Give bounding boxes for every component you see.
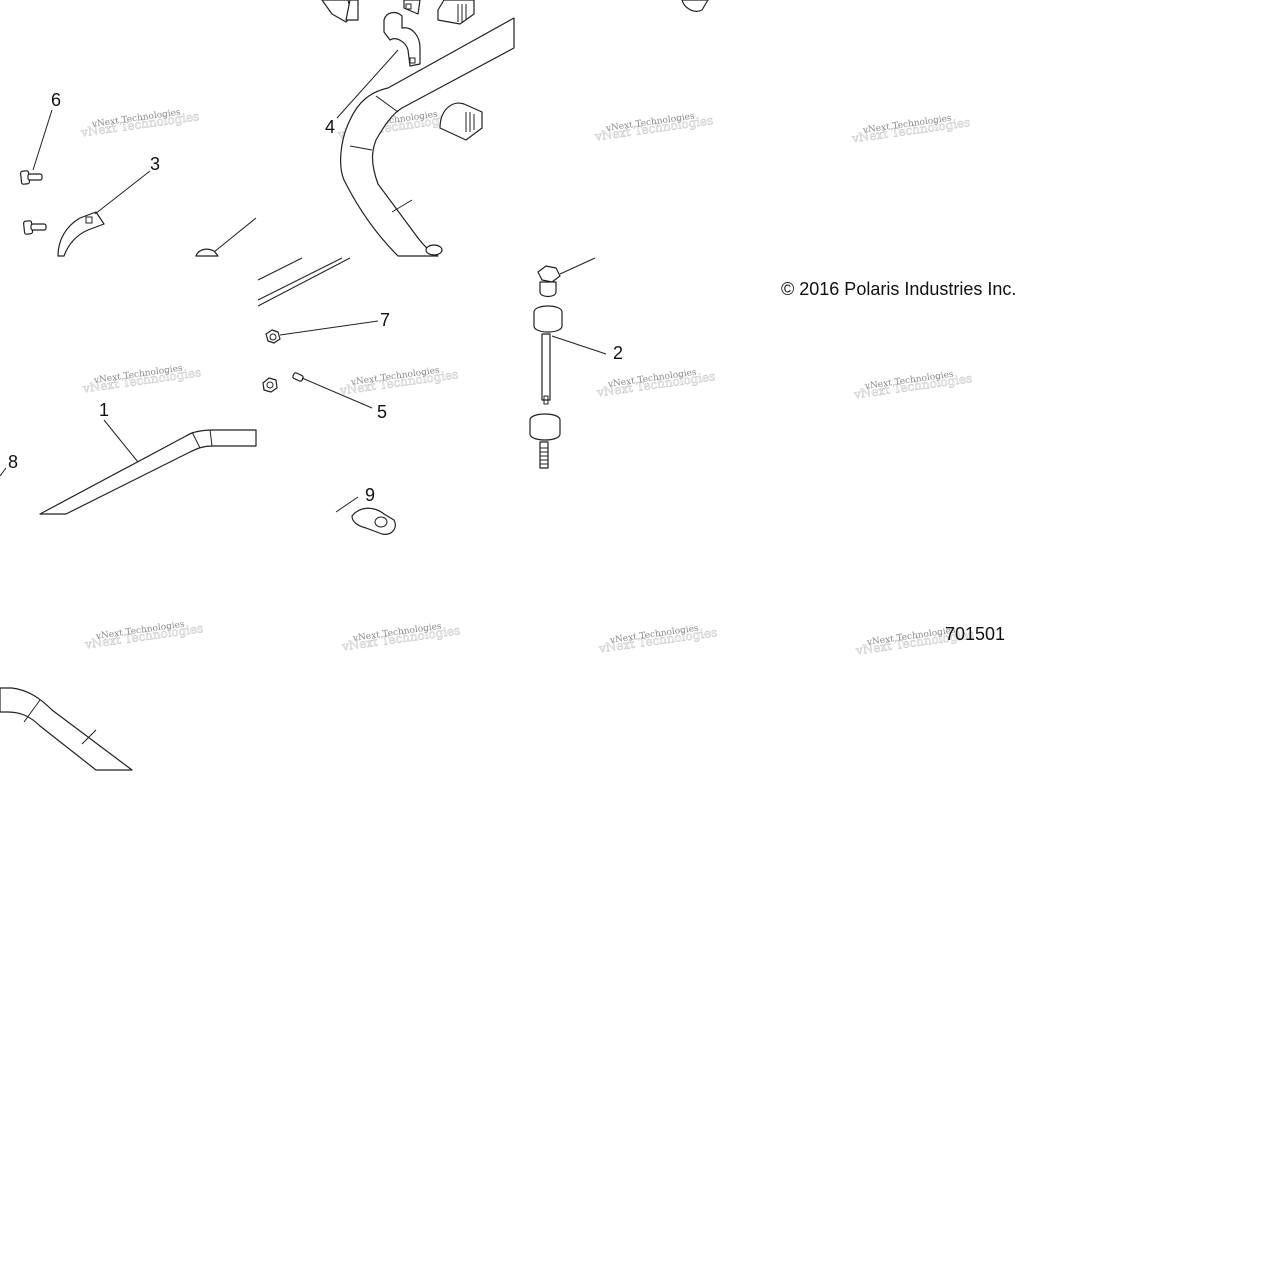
callout-8: 8 xyxy=(8,452,18,472)
callout-7: 7 xyxy=(380,310,390,330)
watermark-r1c4: vNext Technologies vNext Technologies xyxy=(850,114,972,146)
watermark-r3c2: vNext Technologies vNext Technologies xyxy=(340,622,462,654)
bushing-upper xyxy=(437,0,475,25)
watermark-r2c3: vNext Technologies vNext Technologies xyxy=(595,368,717,400)
callout-1: 1 xyxy=(99,400,109,420)
tile-r1c2 xyxy=(321,0,515,257)
callout-6: 6 xyxy=(51,90,61,110)
watermark-r3c3: vNext Technologies vNext Technologies xyxy=(597,624,719,656)
stabilizer-bar-upper xyxy=(340,17,515,257)
link-rod-2 xyxy=(529,257,607,469)
clamp-4 xyxy=(383,0,421,67)
stabilizer-bar-end xyxy=(0,687,133,771)
watermark-r1c3: vNext Technologies vNext Technologies xyxy=(593,112,715,144)
clamp-9 xyxy=(351,507,396,535)
callout-2: 2 xyxy=(613,343,623,363)
callout-5: 5 xyxy=(377,402,387,422)
watermark-r1c1: vNext Technologies vNext Technologies xyxy=(79,108,201,140)
tile-r2c2 xyxy=(257,257,396,535)
bolt-6-lower xyxy=(22,220,47,235)
watermark-grid: vNext Technologies vNext Technologies vN… xyxy=(79,108,976,658)
screw-5 xyxy=(292,372,304,382)
stabilizer-bar-1 xyxy=(0,419,257,515)
callout-4: 4 xyxy=(325,117,335,137)
bolt-6-upper xyxy=(19,170,43,185)
watermark-r2c1: vNext Technologies vNext Technologies xyxy=(81,364,203,396)
nut-fragment xyxy=(681,0,709,12)
watermark-r2c2: vNext Technologies vNext Technologies xyxy=(338,366,460,398)
callout-9: 9 xyxy=(365,485,375,505)
clamp-3 xyxy=(57,211,105,257)
watermark-r3c1: vNext Technologies vNext Technologies xyxy=(83,620,205,652)
copyright-notice: © 2016 Polaris Industries Inc. xyxy=(781,279,1016,299)
nut-7 xyxy=(265,329,281,344)
tile-r1c1 xyxy=(19,109,257,257)
bushing-lower xyxy=(439,102,483,141)
figure-number: 701501 xyxy=(945,624,1005,644)
nut-7-lower xyxy=(262,377,278,393)
callouts: 6 3 4 7 2 5 1 8 9 xyxy=(8,90,623,505)
watermark-r2c4: vNext Technologies vNext Technologies xyxy=(852,370,974,402)
bracket-fragment xyxy=(195,248,219,257)
callout-3: 3 xyxy=(150,154,160,174)
